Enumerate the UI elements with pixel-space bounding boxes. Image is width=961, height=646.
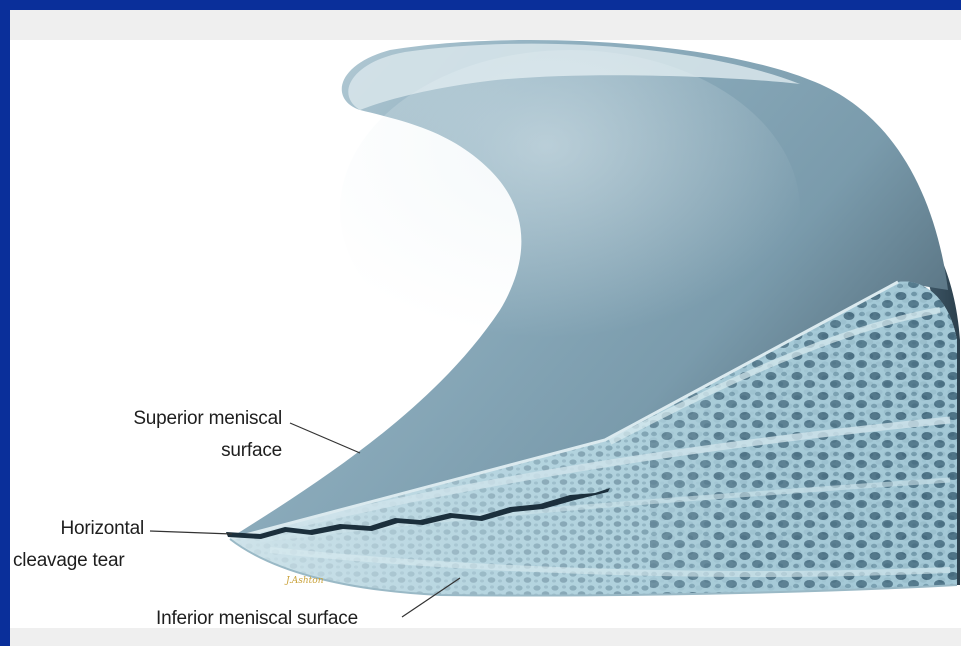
meniscus-illustration [10, 10, 961, 646]
horizontal-tear-label-line2: cleavage tear [13, 549, 124, 573]
superior-surface-label-line2: surface [70, 439, 282, 463]
horizontal-tear-label-line1: Horizontal [10, 517, 144, 541]
bottom-margin-strip [10, 628, 961, 646]
inferior-surface-label: Inferior meniscal surface [156, 607, 358, 631]
horizontal-leader-line [150, 531, 232, 534]
superior-leader-line [290, 423, 360, 453]
artist-signature: J.Ashton [286, 576, 324, 586]
superior-surface-label-line1: Superior meniscal [70, 407, 282, 431]
image-panel: Superior meniscal surface Horizontal cle… [10, 10, 961, 646]
